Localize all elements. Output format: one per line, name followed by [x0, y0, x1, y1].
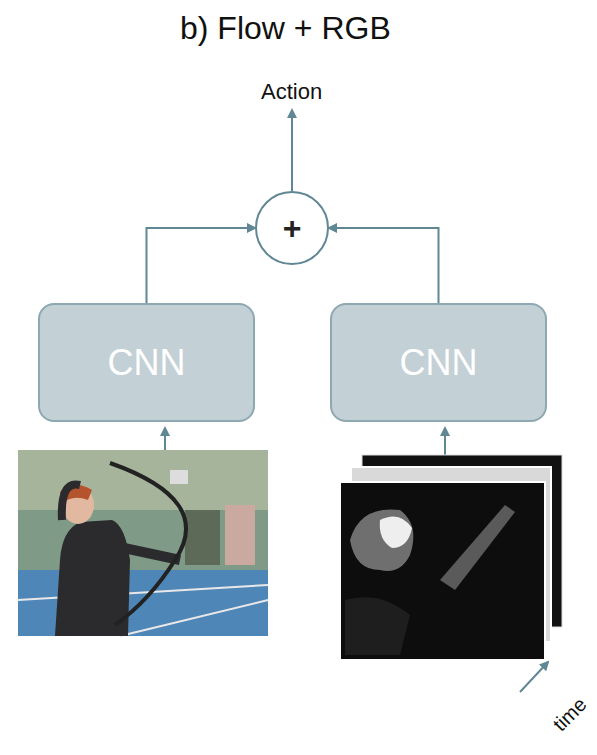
box-label: CNN	[400, 342, 478, 384]
input-arrow	[444, 428, 446, 455]
time-arrow	[520, 662, 548, 692]
cnn-box: CNN	[330, 303, 547, 422]
connector-arrow	[147, 228, 256, 303]
cnn-box: CNN	[38, 303, 255, 422]
operator-symbol: +	[283, 210, 302, 247]
connector-arrow	[329, 228, 439, 303]
output-arrow	[291, 110, 293, 191]
sum-circle: +	[255, 191, 329, 265]
diagram-title: b) Flow + RGB	[180, 10, 391, 47]
input-arrow	[164, 428, 166, 450]
rgb-frame	[18, 450, 268, 636]
axis-label: time	[548, 693, 591, 736]
flow-stack	[340, 455, 562, 660]
output-label: Action	[261, 79, 322, 105]
box-label: CNN	[108, 342, 186, 384]
